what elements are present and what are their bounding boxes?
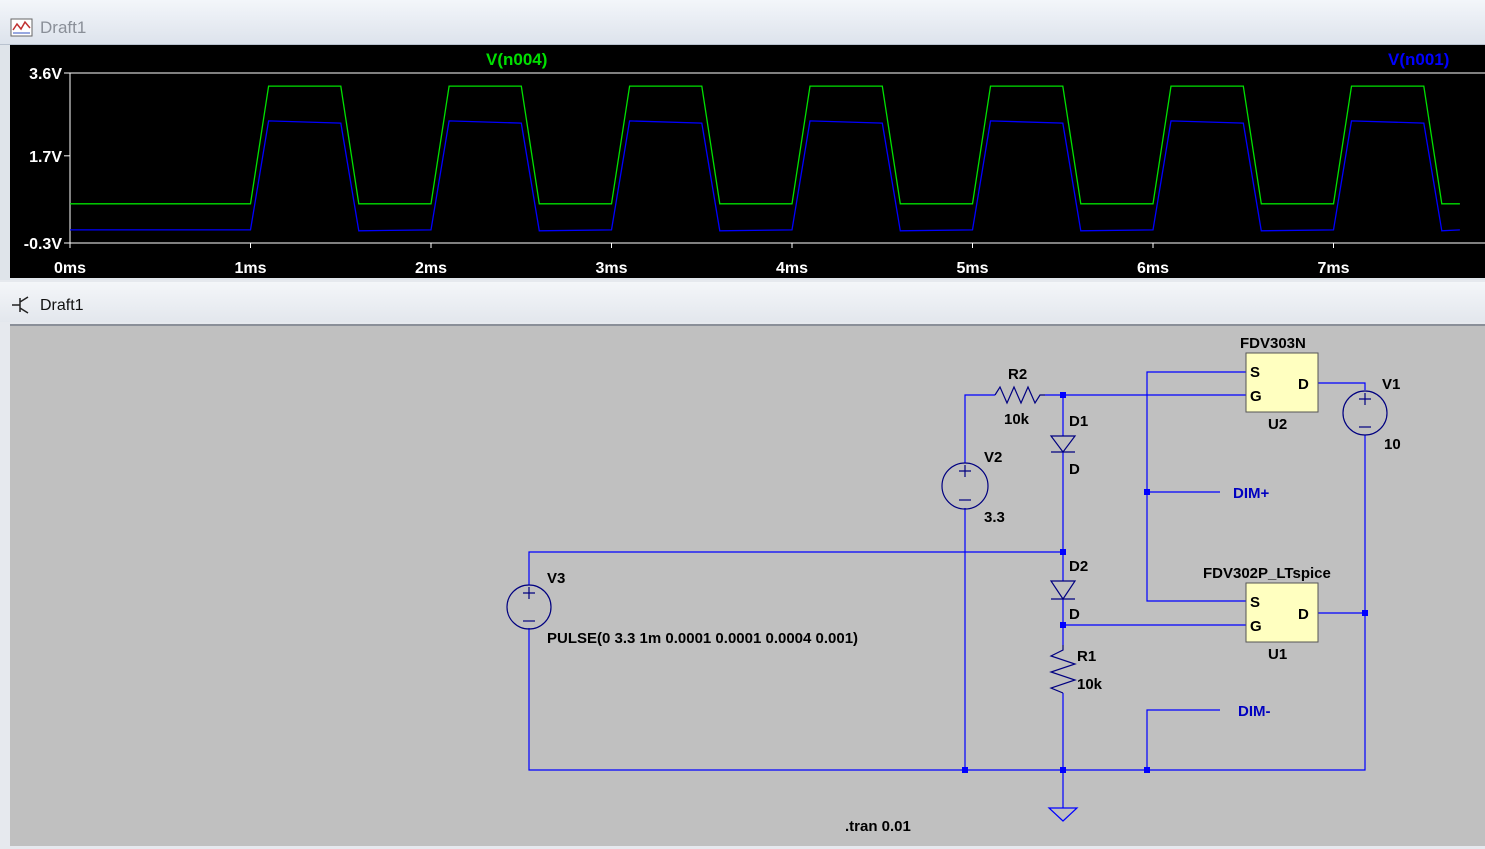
junction [962, 767, 968, 773]
d1-model: D [1069, 461, 1080, 478]
waveform-window[interactable]: Draft1 V(n004) V(n001) 3.6V 1.7V -0.3V 0ms… [0, 0, 1485, 280]
d2-model: D [1069, 606, 1080, 623]
trace-line-vn004[interactable] [70, 85, 1460, 205]
junctions [962, 392, 1368, 773]
u2-pin-d: D [1298, 376, 1309, 393]
r2-value: 10k [1004, 411, 1030, 428]
wire [528, 551, 1063, 585]
u2-pin-s: S [1250, 364, 1260, 381]
plot-svg[interactable]: V(n004) V(n001) 3.6V 1.7V -0.3V 0ms 1ms 2ms 3… [10, 45, 1485, 278]
junction [1060, 767, 1066, 773]
x-tick-label: 7ms [1317, 260, 1349, 277]
v3-name: V3 [547, 570, 565, 587]
wire [1318, 435, 1366, 614]
r1-resistor-symbol[interactable] [1049, 645, 1077, 694]
d1-diode-symbol[interactable] [1049, 435, 1077, 453]
u2-part: FDV303N [1240, 335, 1306, 352]
waveform-titlebar[interactable]: Draft1 [0, 0, 1485, 45]
v3-source-symbol[interactable] [506, 584, 552, 630]
waveform-icon [10, 18, 33, 37]
plot-pane[interactable]: V(n004) V(n001) 3.6V 1.7V -0.3V 0ms 1ms 2ms 3… [10, 45, 1485, 278]
u1-name: U1 [1268, 646, 1287, 663]
schematic-window-title: Draft1 [40, 297, 84, 314]
y-tick-label: -0.3V [24, 236, 63, 253]
v1-name: V1 [1382, 376, 1400, 393]
spice-directive[interactable]: .tran 0.01 [845, 818, 911, 835]
u1-pin-g: G [1250, 618, 1262, 635]
d2-diode-symbol[interactable] [1049, 580, 1077, 601]
u1-mosfet-block[interactable] [1245, 582, 1319, 643]
schematic-titlebar[interactable]: Draft1 [0, 282, 1485, 322]
v1-source-symbol[interactable] [1342, 390, 1388, 436]
u2-mosfet-block[interactable] [1245, 352, 1319, 413]
junction [1060, 392, 1066, 398]
trace-group [70, 85, 1460, 232]
y-tick-label: 3.6V [29, 66, 62, 83]
v2-name: V2 [984, 449, 1002, 466]
net-label-dim-minus[interactable]: DIM- [1238, 703, 1271, 720]
wire [964, 394, 995, 463]
x-tick-label: 6ms [1137, 260, 1169, 277]
v1-value: 10 [1384, 436, 1401, 453]
wire [1146, 371, 1246, 602]
wires [528, 371, 1366, 808]
waveform-window-title: Draft1 [40, 18, 87, 37]
u1-part: FDV302P_LTspice [1203, 565, 1331, 582]
junction [1362, 610, 1368, 616]
junction [1144, 489, 1150, 495]
junction [1144, 767, 1150, 773]
schematic-window[interactable]: Draft1 [0, 282, 1485, 848]
x-tick-group: 0ms 1ms 2ms 3ms 4ms 5ms 6ms 7ms [54, 243, 1350, 277]
u1-pin-d: D [1298, 606, 1309, 623]
ground-symbol[interactable] [1047, 807, 1079, 822]
x-tick-label: 5ms [956, 260, 988, 277]
u2-name: U2 [1268, 416, 1287, 433]
r2-name: R2 [1008, 366, 1027, 383]
x-tick-label: 4ms [776, 260, 808, 277]
x-tick-label: 0ms [54, 260, 86, 277]
d2-name: D2 [1069, 558, 1088, 575]
u2-pin-g: G [1250, 388, 1262, 405]
plot-axes [69, 72, 1485, 244]
x-tick-label: 2ms [415, 260, 447, 277]
d1-name: D1 [1069, 413, 1088, 430]
x-tick-label: 1ms [234, 260, 266, 277]
v2-value: 3.3 [984, 509, 1005, 526]
trace-label-v-n001[interactable]: V(n001) [1388, 50, 1449, 69]
y-tick-group: 3.6V 1.7V -0.3V [24, 66, 70, 253]
trace-line-vn001[interactable] [70, 120, 1460, 232]
r1-value: 10k [1077, 676, 1103, 693]
schematic-icon [12, 296, 29, 314]
trace-label-v-n004[interactable]: V(n004) [486, 50, 547, 69]
r2-resistor-symbol[interactable] [994, 385, 1045, 405]
r1-name: R1 [1077, 648, 1096, 665]
schematic-svg[interactable]: R2 10k D1 D D2 D R1 10k [10, 326, 1485, 844]
junction [1060, 549, 1066, 555]
junction [1060, 622, 1066, 628]
u1-pin-s: S [1250, 594, 1260, 611]
schematic-canvas[interactable]: R2 10k D1 D D2 D R1 10k [10, 324, 1485, 846]
wire [1146, 709, 1220, 770]
wire [528, 613, 1366, 771]
y-tick-label: 1.7V [29, 149, 62, 166]
wire [1318, 382, 1366, 390]
v2-source-symbol[interactable] [941, 462, 989, 510]
net-label-dim-plus[interactable]: DIM+ [1233, 485, 1269, 502]
x-tick-label: 3ms [595, 260, 627, 277]
v3-value[interactable]: PULSE(0 3.3 1m 0.0001 0.0001 0.0004 0.00… [547, 630, 858, 647]
